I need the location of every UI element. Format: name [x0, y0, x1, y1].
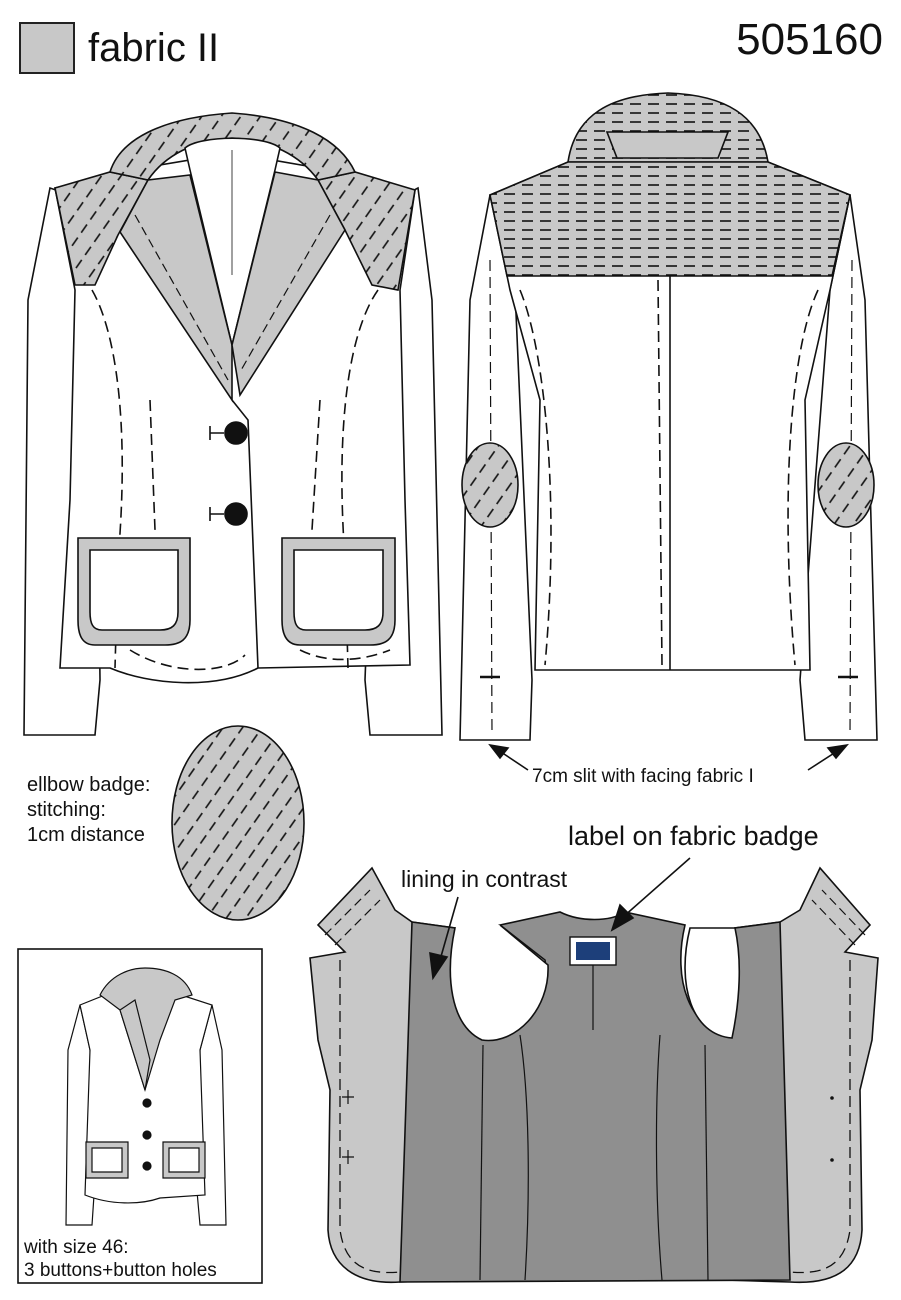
size-variant-note-line-2: 3 buttons+button holes — [24, 1260, 217, 1281]
elbow-badge-note-line-1: ellbow badge: — [27, 774, 151, 796]
elbow-badge-note: ellbow badge: stitching: 1cm distance — [27, 773, 187, 848]
fabric-ii-swatch — [19, 22, 75, 74]
elbow-badge-detail — [171, 725, 305, 921]
elbow-badge-note-line-3: 1cm distance — [27, 824, 145, 846]
slit-note: 7cm slit with facing fabric I — [532, 766, 754, 787]
back-left-elbow-patch — [461, 442, 519, 528]
elbow-badge-note-line-2: stitching: — [27, 799, 106, 821]
lining-note: lining in contrast — [401, 866, 568, 892]
jacket-back-view — [459, 92, 878, 771]
size-variant-note-line-1: with size 46: — [24, 1237, 129, 1258]
front-button-bottom — [224, 502, 248, 526]
back-right-elbow-patch — [817, 442, 875, 528]
label-note: label on fabric badge — [568, 821, 819, 851]
article-number: 505160 — [736, 15, 883, 64]
back-yoke — [489, 161, 851, 277]
size-variant-note: with size 46: 3 buttons+button holes — [24, 1236, 217, 1282]
jacket-front-view — [23, 112, 443, 736]
front-right-lapel — [231, 171, 346, 398]
jacket-inside-view — [309, 857, 879, 1284]
size-46-variant — [17, 948, 263, 1284]
front-button-top — [224, 421, 248, 445]
legend-label: fabric II — [88, 26, 220, 70]
front-left-lapel — [119, 174, 233, 403]
